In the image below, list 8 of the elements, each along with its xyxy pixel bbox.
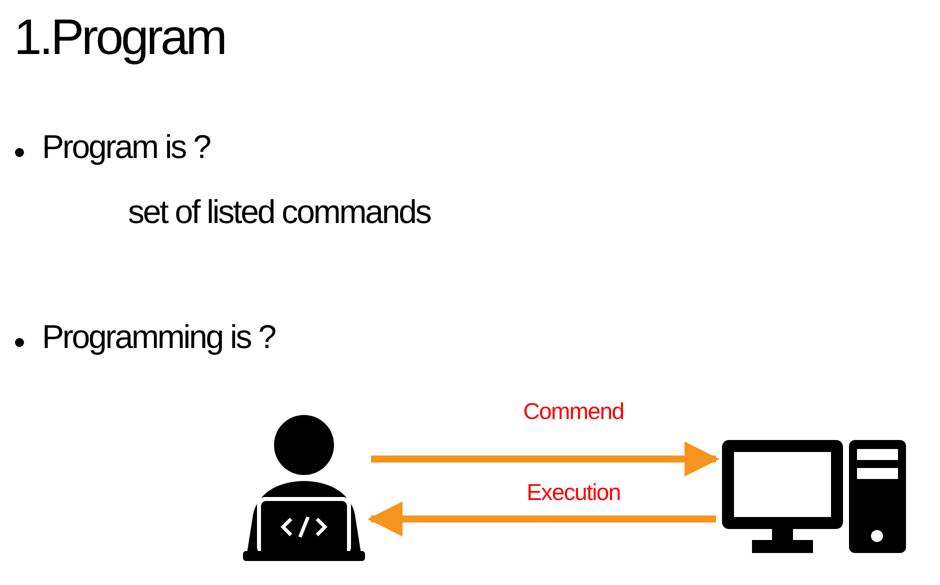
person-icon (243, 415, 365, 561)
arrow (371, 442, 720, 476)
text-line: set of listed commands (128, 193, 430, 231)
text-line: Programming is ? (42, 318, 275, 356)
computer-icon (722, 440, 906, 554)
text-line: Program is ? (42, 128, 210, 166)
title: 1.Program (14, 8, 225, 66)
arrow (368, 502, 716, 536)
